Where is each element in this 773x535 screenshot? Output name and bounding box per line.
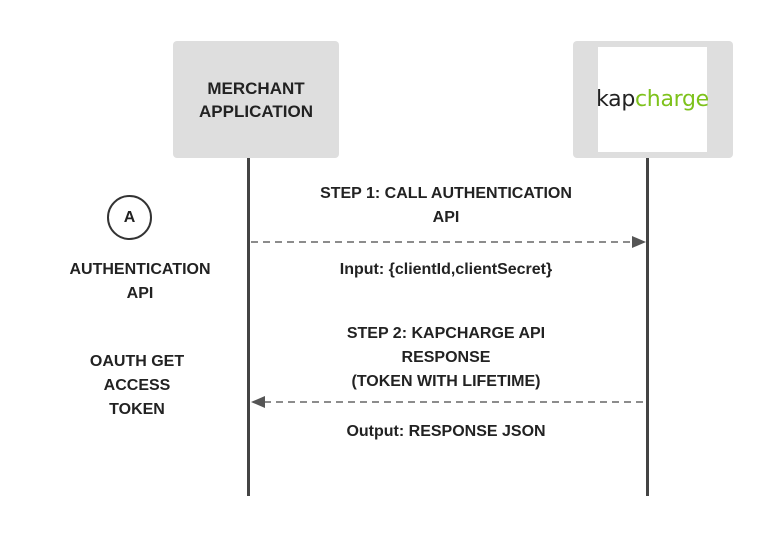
merchant-lifeline	[247, 158, 250, 496]
oauth-access-token-label: OAUTH GET ACCESS TOKEN	[57, 350, 217, 422]
authentication-api-label: AUTHENTICATION API	[40, 258, 240, 306]
step2-title: STEP 2: KAPCHARGE API RESPONSE (TOKEN WI…	[266, 322, 626, 394]
step1-arrow	[251, 236, 646, 248]
step2-title-line-2: RESPONSE	[401, 349, 491, 366]
step1-input-detail: Input: {clientId,clientSecret}	[339, 261, 553, 278]
step2-output-detail: Output: RESPONSE JSON	[346, 423, 546, 440]
step2-title-line-3: (TOKEN WITH LIFETIME)	[351, 373, 541, 390]
step1-title-line-2: API	[432, 209, 460, 226]
oauth-label-line-3: TOKEN	[109, 401, 165, 418]
kapcharge-lifeline	[646, 158, 649, 496]
merchant-label-line-2: APPLICATION	[199, 101, 313, 121]
oauth-label-line-2: ACCESS	[103, 377, 171, 394]
kapcharge-logo-charge: charge	[635, 87, 709, 112]
kapcharge-logo-kap: kap	[596, 87, 636, 112]
authentication-label-line-2: API	[126, 285, 154, 302]
authentication-label-line-1: AUTHENTICATION	[69, 261, 211, 278]
oauth-label-line-1: OAUTH GET	[89, 353, 185, 370]
merchant-label-line-1: MERCHANT	[207, 78, 305, 98]
step2-title-line-1: STEP 2: KAPCHARGE API	[346, 325, 546, 342]
merchant-application-box: MERCHANT APPLICATION	[173, 41, 339, 158]
step1-title: STEP 1: CALL AUTHENTICATION API	[266, 182, 626, 230]
step1-title-line-1: STEP 1: CALL AUTHENTICATION	[320, 185, 572, 202]
step2-arrow	[251, 396, 645, 408]
step-badge-a: A	[107, 195, 152, 240]
